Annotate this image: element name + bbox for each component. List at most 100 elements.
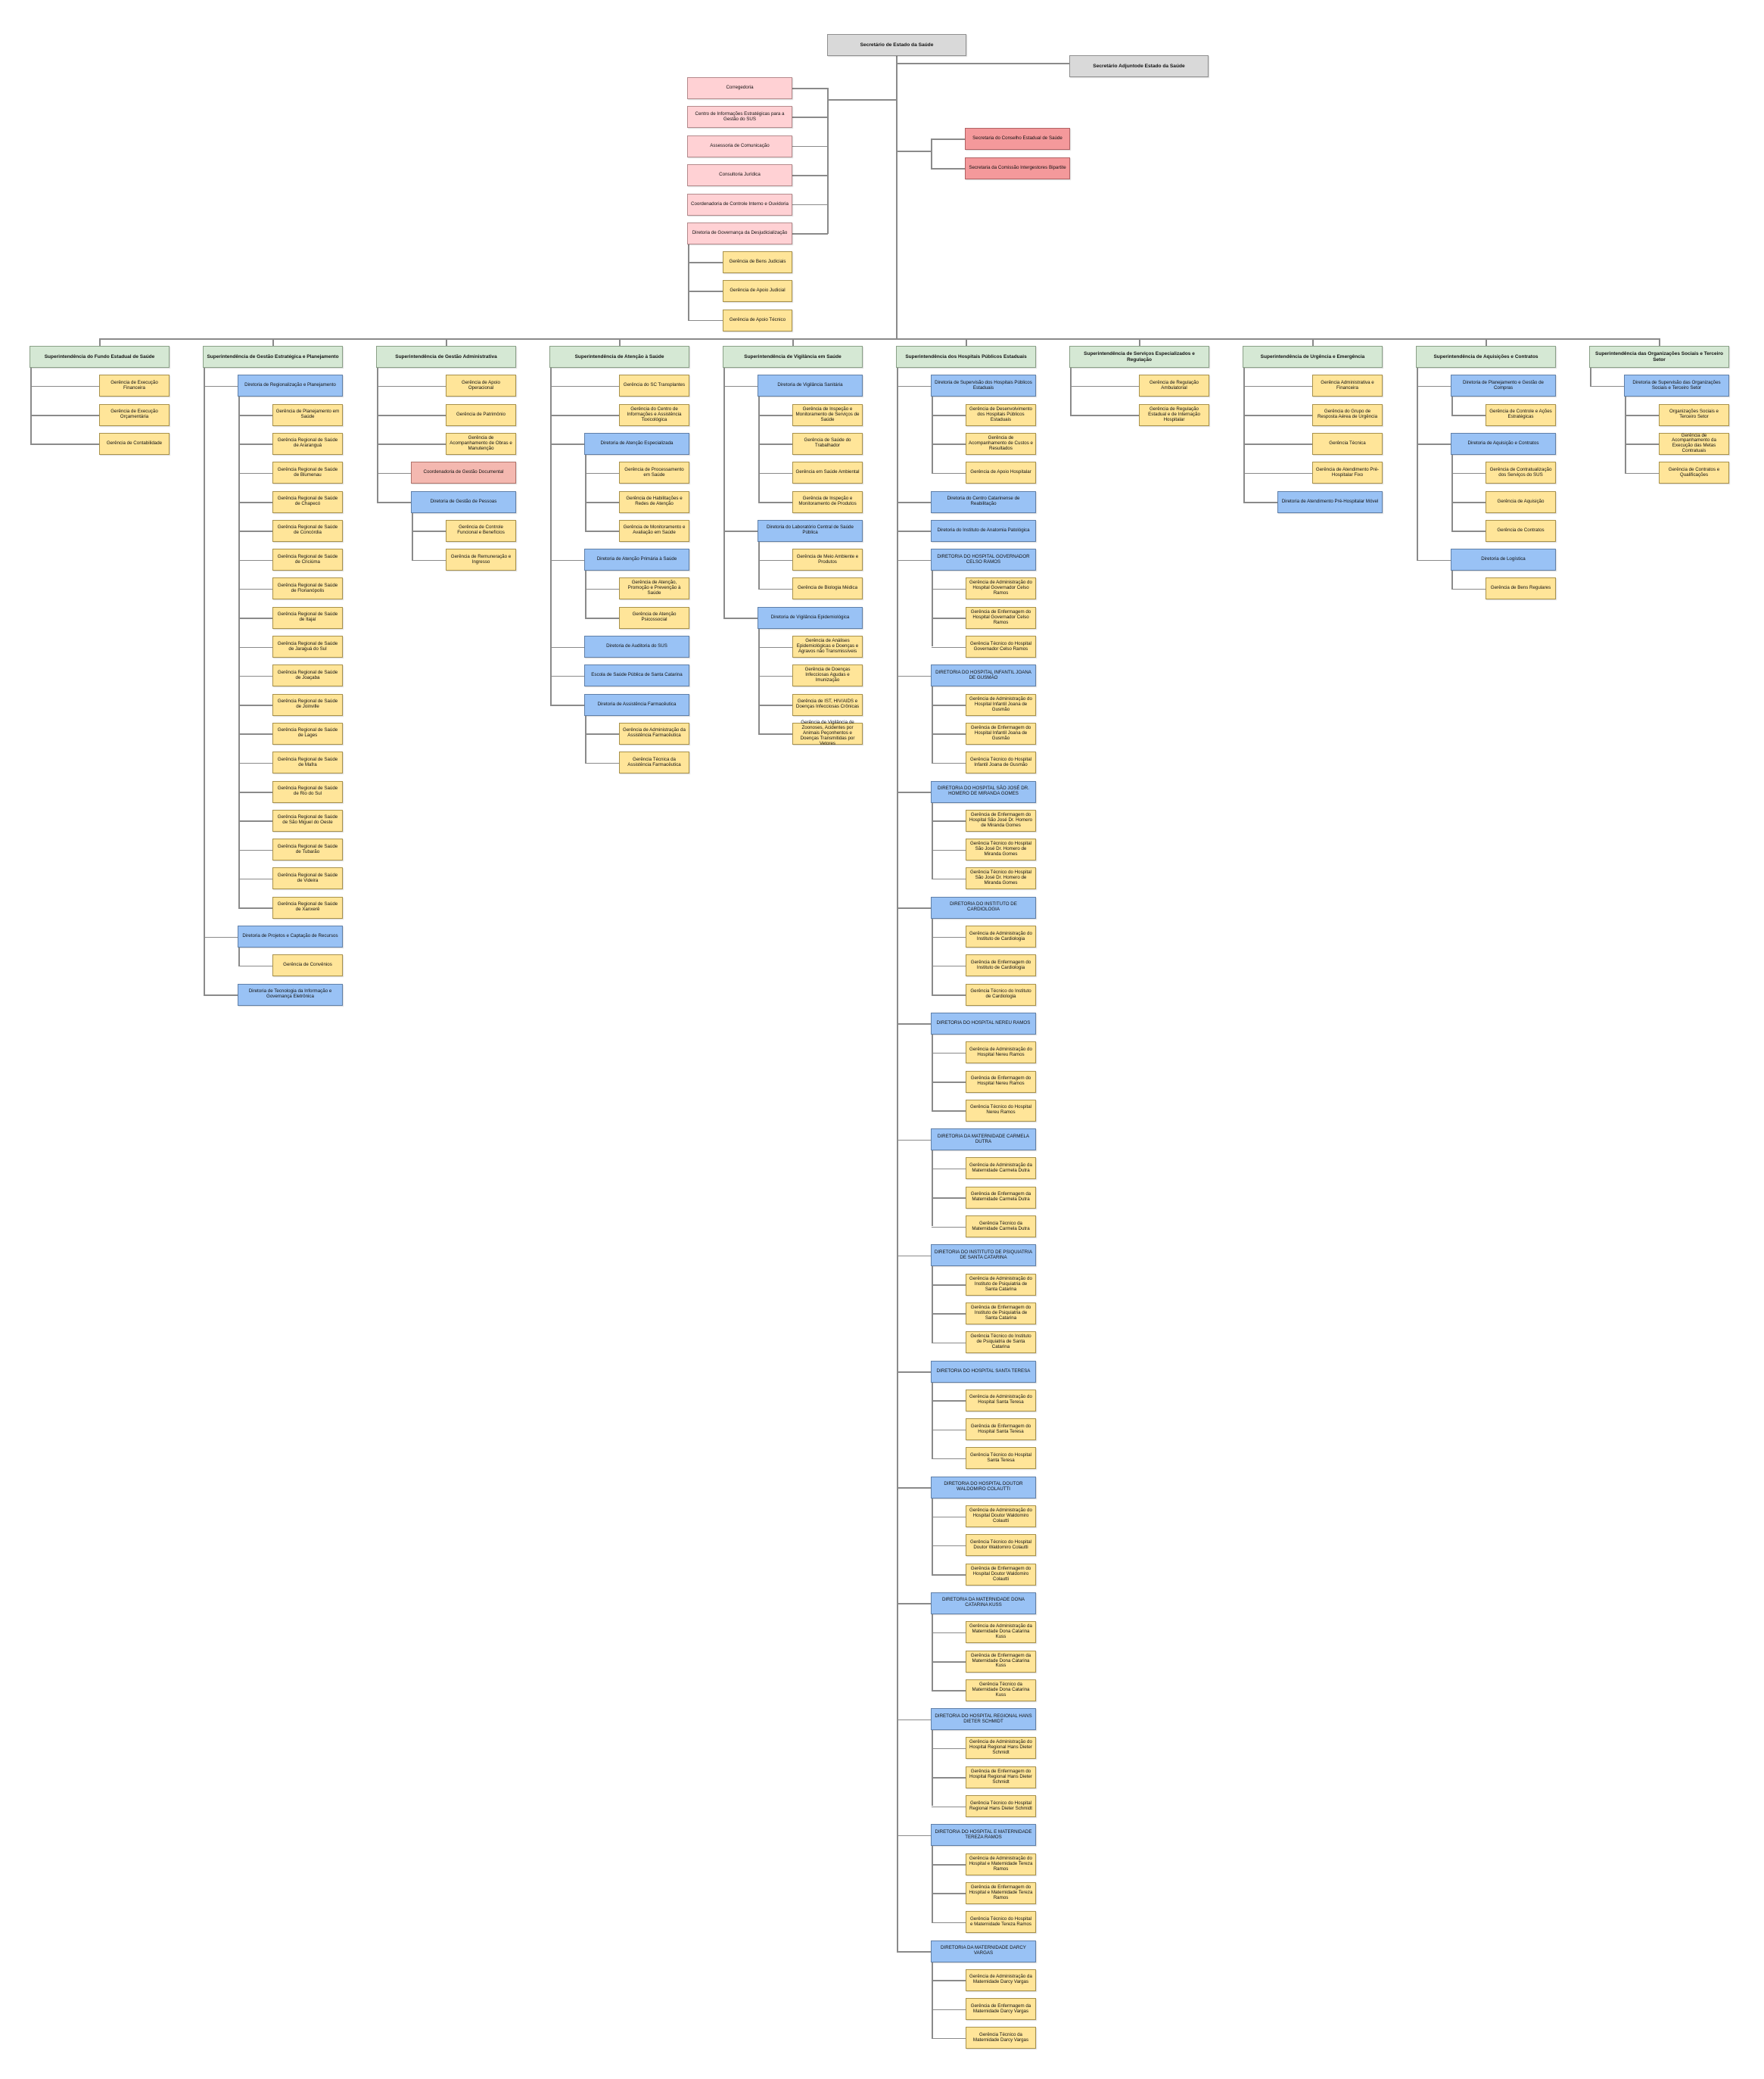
gerencia-box[interactable]: Gerência de Contratualização dos Serviço… bbox=[1486, 462, 1556, 484]
gerencia-box[interactable]: Gerência Regional de Saúde de Videira bbox=[272, 867, 343, 890]
diretoria-box[interactable]: Diretoria de Tecnologia da Informação e … bbox=[238, 983, 343, 1006]
diretoria-box[interactable]: DIRETORIA DO HOSPITAL NEREU RAMOS bbox=[931, 1012, 1036, 1035]
gerencia-box[interactable]: Gerência de Apoio Operacional bbox=[446, 375, 516, 397]
gerencia-box[interactable]: Gerência de Enfermagem da Maternidade Ca… bbox=[966, 1186, 1036, 1209]
gerencia-box[interactable]: Gerência de Acompanhamento da Execução d… bbox=[1659, 433, 1729, 455]
gerencia-box[interactable]: Gerência de Processamento em Saúde bbox=[619, 462, 689, 484]
gerencia-box[interactable]: Gerência de Saúde do Trabalhador bbox=[792, 432, 863, 455]
gerencia-box[interactable]: Gerência de Acompanhamento de Custos e R… bbox=[966, 432, 1036, 455]
gerencia-box[interactable]: Gerência de Análises Epidemiológicas e D… bbox=[792, 636, 863, 658]
gerencia-box[interactable]: Gerência Regional de Saúde de Joinville bbox=[272, 693, 343, 716]
superintendencia-box[interactable]: Superintendência de Urgência e Emergênci… bbox=[1243, 346, 1383, 368]
superintendencia-box[interactable]: Superintendência do Fundo Estadual de Sa… bbox=[30, 346, 170, 368]
gerencia-box[interactable]: Gerência em Saúde Ambiental bbox=[792, 462, 863, 484]
diretoria-box[interactable]: Diretoria de Auditoria do SUS bbox=[584, 636, 689, 658]
diretoria-box[interactable]: DIRETORIA DO HOSPITAL SANTA TERESA bbox=[931, 1360, 1036, 1383]
gerencia-box[interactable]: Gerência Técnica da Assistência Farmacêu… bbox=[619, 752, 689, 774]
gerencia-box[interactable]: Gerência de Controle e Ações Estratégica… bbox=[1486, 403, 1556, 426]
gerencia-box[interactable]: Gerência Administrativa e Financeira bbox=[1312, 375, 1383, 397]
gerencia-box[interactable]: Gerência Regional de Saúde de Blumenau bbox=[272, 462, 343, 484]
gerencia-box[interactable]: Gerência de Meio Ambiente e Produtos bbox=[792, 549, 863, 571]
diretoria-box[interactable]: DIRETORIA DO HOSPITAL REGIONAL HANS DIET… bbox=[931, 1708, 1036, 1731]
gerencia-box[interactable]: Gerência de Administração da Assistência… bbox=[619, 722, 689, 745]
gerencia-box[interactable]: Gerência de Enfermagem da Maternidade Do… bbox=[966, 1650, 1036, 1673]
gerencia-box[interactable]: Gerência Técnico do Hospital e Maternida… bbox=[966, 1911, 1036, 1934]
gerencia-box[interactable]: Gerência Técnico do Instituto de Cardiol… bbox=[966, 983, 1036, 1006]
diretoria-box[interactable]: Diretoria do Instituto de Anatomia Patol… bbox=[931, 519, 1036, 542]
gerencia-box[interactable]: Gerência de Apoio Judicial bbox=[723, 280, 792, 303]
gerencia-box[interactable]: Gerência Regional de Saúde de São Miguel… bbox=[272, 809, 343, 832]
gerencia-box[interactable]: Gerência de Acompanhamento de Obras e Ma… bbox=[446, 432, 516, 455]
gerencia-box[interactable]: Gerência de Administração da Maternidade… bbox=[966, 1157, 1036, 1180]
diretoria-box[interactable]: DIRETORIA DO HOSPITAL SÃO JOSÉ DR. HOMER… bbox=[931, 780, 1036, 803]
gerencia-box[interactable]: Gerência de Controle Funcional e Benefíc… bbox=[446, 519, 516, 542]
council-box[interactable]: Secretaria do Conselho Estadual de Saúde bbox=[965, 128, 1070, 150]
diretoria-box[interactable]: Diretoria de Regionalização e Planejamen… bbox=[238, 375, 343, 397]
gerencia-box[interactable]: Gerência de Administração do Hospital Do… bbox=[966, 1505, 1036, 1527]
gerencia-box[interactable]: Gerência Técnico do Hospital Santa Teres… bbox=[966, 1447, 1036, 1470]
gerencia-box[interactable]: Gerência Técnico do Hospital São José Dr… bbox=[966, 839, 1036, 861]
gerencia-box[interactable]: Gerência de Enfermagem do Hospital Regio… bbox=[966, 1766, 1036, 1788]
superintendencia-box[interactable]: Superintendência de Vigilância em Saúde bbox=[723, 346, 863, 368]
diretoria-box[interactable]: Diretoria de Aquisição e Contratos bbox=[1451, 432, 1556, 455]
gerencia-box[interactable]: Gerência de Atendimento Pré-Hospitalar F… bbox=[1312, 462, 1383, 484]
gerencia-box[interactable]: Gerência de Enfermagem da Maternidade Da… bbox=[966, 1998, 1036, 2021]
diretoria-box[interactable]: Diretoria de Gestão de Pessoas bbox=[411, 490, 516, 513]
gerencia-box[interactable]: Gerência de Regulação Ambulatorial bbox=[1139, 375, 1209, 397]
gerencia-box[interactable]: Gerência de Contratos e Qualificações bbox=[1659, 462, 1729, 484]
coordenadoria-box[interactable]: Coordenadoria de Gestão Documental bbox=[411, 462, 516, 484]
gerencia-box[interactable]: Gerência de Doenças Infecciosas Agudas e… bbox=[792, 664, 863, 687]
gerencia-box[interactable]: Gerência de Enfermagem do Instituto de P… bbox=[966, 1302, 1036, 1324]
gerencia-box[interactable]: Gerência do Centro de Informações e Assi… bbox=[619, 403, 689, 426]
gerencia-box[interactable]: Gerência de Inspeção e Monitoramento de … bbox=[792, 490, 863, 513]
gerencia-box[interactable]: Gerência Técnica bbox=[1312, 432, 1383, 455]
diretoria-box[interactable]: Diretoria de Atenção Especializada bbox=[584, 432, 689, 455]
gerencia-box[interactable]: Gerência de Planejamento em Saúde bbox=[272, 403, 343, 426]
diretoria-box[interactable]: Diretoria de Assistência Farmacêutica bbox=[584, 693, 689, 716]
diretoria-box[interactable]: Diretoria de Projetos e Captação de Recu… bbox=[238, 926, 343, 948]
gerencia-box[interactable]: Gerência de Apoio Hospitalar bbox=[966, 462, 1036, 484]
gerencia-box[interactable]: Gerência Técnico do Hospital Regional Ha… bbox=[966, 1795, 1036, 1817]
diretoria-box[interactable]: Escola de Saúde Pública de Santa Catarin… bbox=[584, 664, 689, 687]
gerencia-box[interactable]: Gerência de Execução Financeira bbox=[99, 375, 170, 397]
gerencia-box[interactable]: Gerência de Atenção Psicossocial bbox=[619, 606, 689, 629]
gerencia-box[interactable]: Gerência de Enfermagem do Hospital Gover… bbox=[966, 606, 1036, 629]
gerencia-box[interactable]: Gerência de Enfermagem do Hospital Douto… bbox=[966, 1563, 1036, 1586]
gerencia-box[interactable]: Gerência de Administração do Hospital Go… bbox=[966, 577, 1036, 600]
superintendencia-box[interactable]: Superintendência de Serviços Especializa… bbox=[1069, 346, 1209, 368]
gerencia-box[interactable]: Gerência de Inspeção e Monitoramento de … bbox=[792, 403, 863, 426]
gerencia-box[interactable]: Gerência Regional de Saúde de Concórdia bbox=[272, 519, 343, 542]
gerencia-box[interactable]: Gerência de Administração do Hospital Ne… bbox=[966, 1041, 1036, 1064]
gerencia-box[interactable]: Gerência Técnico do Hospital Governador … bbox=[966, 636, 1036, 658]
gerencia-box[interactable]: Gerência de Vigilância de Zoonoses, Acid… bbox=[792, 720, 863, 746]
gerencia-box[interactable]: Gerência Regional de Saúde de Chapecó bbox=[272, 490, 343, 513]
staff-unit-box[interactable]: Coordenadoria de Controle Interno e Ouvi… bbox=[687, 193, 792, 216]
gerencia-box[interactable]: Gerência de Administração da Maternidade… bbox=[966, 1969, 1036, 1991]
gerencia-box[interactable]: Gerência Técnico da Maternidade Darcy Va… bbox=[966, 2027, 1036, 2049]
gerencia-box[interactable]: Gerência de Biologia Médica bbox=[792, 577, 863, 600]
gerencia-box[interactable]: Gerência do SC Transplantes bbox=[619, 375, 689, 397]
gerencia-box[interactable]: Gerência Regional de Saúde de Mafra bbox=[272, 752, 343, 774]
gerencia-box[interactable]: Gerência de Administração do Hospital In… bbox=[966, 693, 1036, 716]
gerencia-box[interactable]: Gerência de Aquisição bbox=[1486, 490, 1556, 513]
gerencia-box[interactable]: Gerência Regional de Saúde de Jaraguá do… bbox=[272, 636, 343, 658]
secretario-adjunto-box[interactable]: Secretário Adjuntode Estado da Saúde bbox=[1069, 55, 1209, 77]
diretoria-box[interactable]: Diretoria de Atendimento Pré-Hospitalar … bbox=[1277, 490, 1383, 513]
gerencia-box[interactable]: Gerência de Monitoramento e Avaliação em… bbox=[619, 519, 689, 542]
staff-unit-box[interactable]: Consultoria Jurídica bbox=[687, 164, 792, 187]
diretoria-box[interactable]: Diretoria do Laboratório Central de Saúd… bbox=[758, 519, 863, 542]
gerencia-box[interactable]: Gerência de Administração da Maternidade… bbox=[966, 1621, 1036, 1644]
diretoria-box[interactable]: Diretoria de Atenção Primária à Saúde bbox=[584, 549, 689, 571]
gerencia-box[interactable]: Gerência de Convênios bbox=[272, 954, 343, 977]
diretoria-box[interactable]: DIRETORIA DA MATERNIDADE DARCY VARGAS bbox=[931, 1940, 1036, 1962]
gerencia-box[interactable]: Gerência de Administração do Hospital Sa… bbox=[966, 1389, 1036, 1411]
gerencia-box[interactable]: Gerência Técnico do Hospital Infantil Jo… bbox=[966, 752, 1036, 774]
gerencia-box[interactable]: Gerência de Desenvolvimento dos Hospitai… bbox=[966, 403, 1036, 426]
diretoria-box[interactable]: Diretoria de Vigilância Epidemiológica bbox=[758, 606, 863, 629]
council-box[interactable]: Secretaria da Comissão Intergestores Bip… bbox=[965, 157, 1070, 179]
gerencia-box[interactable]: Gerência de Bens Regulares bbox=[1486, 577, 1556, 600]
gerencia-box[interactable]: Gerência de Habilitações e Redes de Aten… bbox=[619, 490, 689, 513]
gerencia-box[interactable]: Gerência de Enfermagem do Hospital Infan… bbox=[966, 722, 1036, 745]
gerencia-box[interactable]: Gerência de Enfermagem do Hospital São J… bbox=[966, 809, 1036, 832]
gerencia-box[interactable]: Gerência de Administração do Hospital e … bbox=[966, 1853, 1036, 1875]
